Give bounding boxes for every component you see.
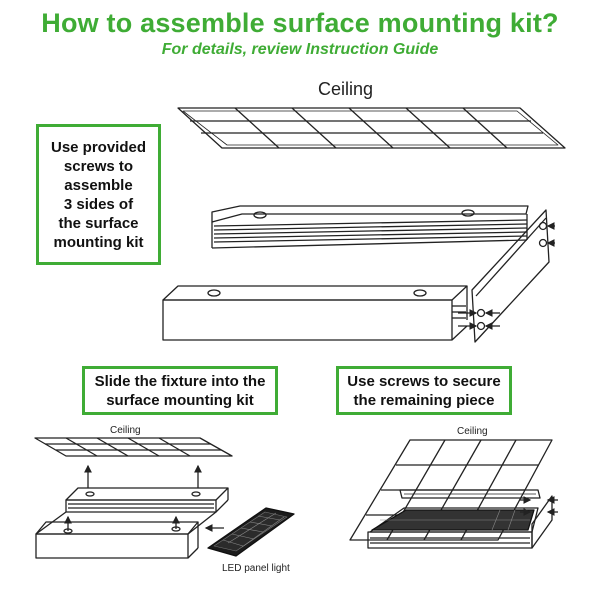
kit-frame-step-slide	[35, 487, 229, 559]
led-panel-light	[207, 507, 295, 557]
assemble-sides-callout: Use provided screws to assemble 3 sides …	[36, 124, 161, 265]
kit-frame-step-secure	[367, 489, 558, 549]
frame-end-plate	[458, 209, 555, 343]
ceiling-grid-main	[177, 107, 566, 149]
page-subtitle: For details, review Instruction Guide	[161, 41, 439, 58]
slide-fixture-callout: Slide the fixture into the surface mount…	[82, 366, 278, 415]
frame-side-front	[162, 285, 468, 341]
secure-piece-callout-text: Use screws to secure the remaining piece	[347, 372, 501, 409]
secure-piece-callout: Use screws to secure the remaining piece	[336, 366, 512, 415]
assemble-sides-callout-text: Use provided screws to assemble 3 sides …	[50, 138, 147, 251]
ceiling-label-step-slide: Ceiling	[110, 425, 141, 436]
page-title: How to assemble surface mounting kit?	[41, 8, 559, 38]
frame-side-back	[211, 205, 529, 249]
ceiling-grid-step-slide	[34, 437, 233, 488]
ceiling-label-step-secure: Ceiling	[457, 426, 488, 437]
led-panel-light-label: LED panel light	[222, 563, 290, 574]
slide-fixture-callout-text: Slide the fixture into the surface mount…	[94, 372, 266, 409]
ceiling-label-main: Ceiling	[318, 79, 374, 99]
